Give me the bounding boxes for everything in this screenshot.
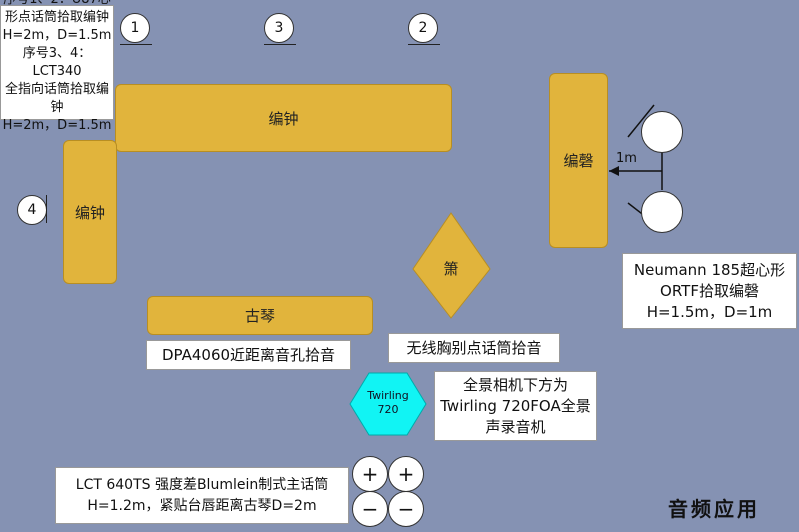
polarity-sign: +	[397, 462, 415, 486]
note-line: 序号3、4：LCT340	[22, 45, 92, 79]
polarity-sign: −	[397, 497, 415, 521]
instrument-bianzhong-top: 编钟	[115, 84, 452, 152]
instrument-label: 编钟	[74, 203, 105, 222]
mic-marker-number: 2	[418, 20, 428, 36]
marker-underline	[408, 44, 440, 45]
instrument-label: 古琴	[244, 307, 275, 325]
note-line: 声录音机	[485, 417, 546, 436]
twirling-line: Twirling	[367, 389, 409, 402]
note-line: Twirling 720FOA全景	[440, 396, 591, 415]
note-line: Neumann 185超心形	[633, 260, 786, 279]
note-line: 无线胸别点话筒拾音	[406, 338, 542, 357]
wireless-note: 无线胸别点话筒拾音	[388, 333, 560, 363]
polarity-sign: −	[361, 497, 379, 521]
blumlein-mic-plus-left: +	[352, 456, 388, 492]
twirling-hexagon	[349, 372, 427, 436]
instrument-bianzhong-left: 编钟	[63, 140, 117, 284]
dpa-note: DPA4060近距离音孔拾音	[146, 340, 351, 370]
note-line: H=1.5m，D=1m	[646, 302, 773, 321]
mic-marker-number: 3	[274, 20, 284, 36]
instrument-label: 编钟	[268, 109, 299, 128]
marker-underline	[120, 44, 152, 45]
instrument-label: 编磬	[563, 152, 594, 170]
mic-spec-note: 序号1、2：U87心 形点话筒拾取编钟 H=2m，D=1.5m 序号3、4：LC…	[0, 0, 114, 133]
ortf-mic-top	[641, 111, 683, 153]
instrument-bianqing: 编磬	[549, 73, 608, 248]
mic-marker-number: 1	[130, 20, 140, 36]
instrument-guqin: 古琴	[147, 296, 373, 335]
ortf-mic-bottom	[641, 191, 683, 233]
marker-tick	[46, 195, 47, 223]
watermark-text: 音频应用	[668, 497, 760, 521]
note-line: 全景相机下方为	[462, 375, 568, 394]
mic-marker-number: 4	[27, 202, 37, 218]
blumlein-mic-minus-right: −	[388, 491, 424, 527]
twirling-note: 全景相机下方为 Twirling 720FOA全景 声录音机	[434, 371, 597, 441]
neumann-note: Neumann 185超心形 ORTF拾取编磬 H=1.5m，D=1m	[622, 253, 797, 329]
marker-underline	[264, 44, 296, 45]
xiao-label: 箫	[443, 260, 459, 278]
note-line: H=2m，D=1.5m	[2, 27, 112, 43]
mic-marker-3: 3	[264, 13, 294, 43]
lct640-note: LCT 640TS 强度差Blumlein制式主话筒 H=1.2m，紧贴台唇距离…	[55, 467, 349, 524]
note-line: H=1.2m，紧贴台唇距离古琴D=2m	[87, 497, 317, 514]
note-line: LCT 640TS 强度差Blumlein制式主话筒	[75, 476, 329, 493]
ortf-distance-label: 1m	[616, 151, 637, 166]
note-line: 序号1、2：U87心	[3, 0, 111, 9]
twirling-label: Twirling 720	[350, 389, 426, 417]
xiao-diamond	[412, 212, 491, 319]
mic-marker-2: 2	[408, 13, 438, 43]
note-line: 形点话筒拾取编钟	[4, 9, 109, 25]
ortf-arrowhead	[609, 166, 619, 176]
note-line: H=2m，D=1.5m	[2, 117, 112, 133]
blumlein-mic-plus-right: +	[388, 456, 424, 492]
note-line: ORTF拾取编磬	[660, 281, 759, 300]
mic-marker-1: 1	[120, 13, 150, 43]
note-line: 全指向话筒拾取编钟	[4, 81, 109, 115]
note-line: DPA4060近距离音孔拾音	[161, 345, 336, 364]
polarity-sign: +	[361, 462, 379, 486]
blumlein-mic-minus-left: −	[352, 491, 388, 527]
twirling-line: 720	[377, 403, 399, 416]
ortf-mic-tick-top	[627, 104, 655, 138]
